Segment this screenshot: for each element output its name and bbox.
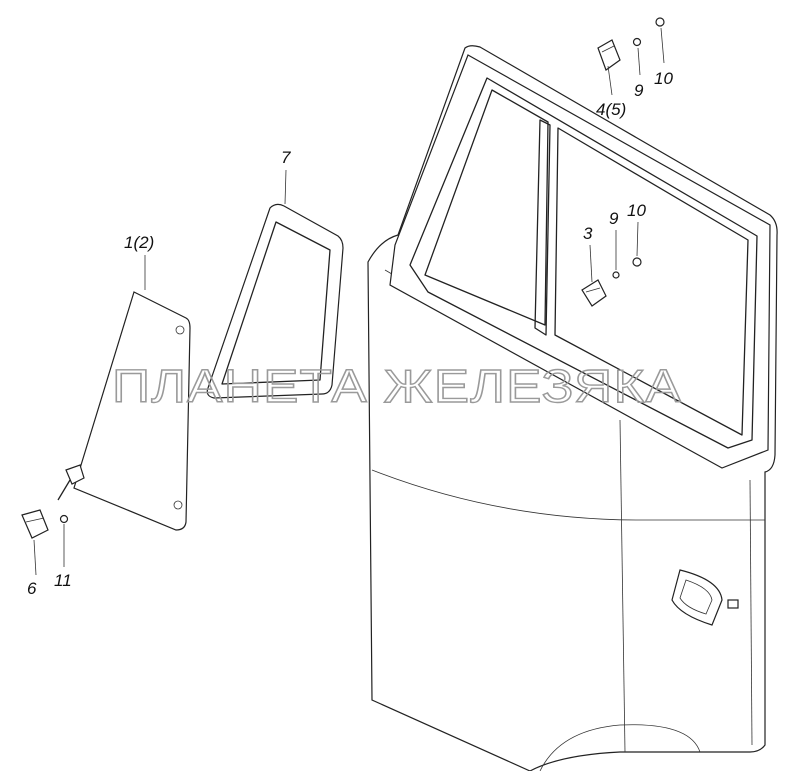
screw-part xyxy=(59,514,69,524)
watermark: ПЛАНЕТА ЖЕЛЕЗЯКА xyxy=(112,360,682,412)
label-glass: 1(2) xyxy=(124,233,154,252)
label-bolt-lower: 10 xyxy=(627,201,646,220)
label-bracket: 3 xyxy=(583,224,593,243)
label-latch: 6 xyxy=(27,579,37,598)
hinge-part xyxy=(597,17,665,71)
leader-lines xyxy=(33,27,665,576)
door-window-frame xyxy=(389,54,771,469)
label-hinge: 4(5) xyxy=(596,100,626,119)
vent-glass xyxy=(57,291,191,531)
bracket-part xyxy=(581,257,642,307)
door-handle xyxy=(671,569,739,626)
label-washer-lower: 9 xyxy=(609,209,619,228)
label-screw: 11 xyxy=(54,571,72,590)
label-vent-frame: 7 xyxy=(281,148,291,167)
label-bolt-upper: 10 xyxy=(654,69,673,88)
label-washer-upper: 9 xyxy=(634,81,644,100)
latch-part xyxy=(21,509,49,539)
vent-window-frame xyxy=(206,203,344,399)
